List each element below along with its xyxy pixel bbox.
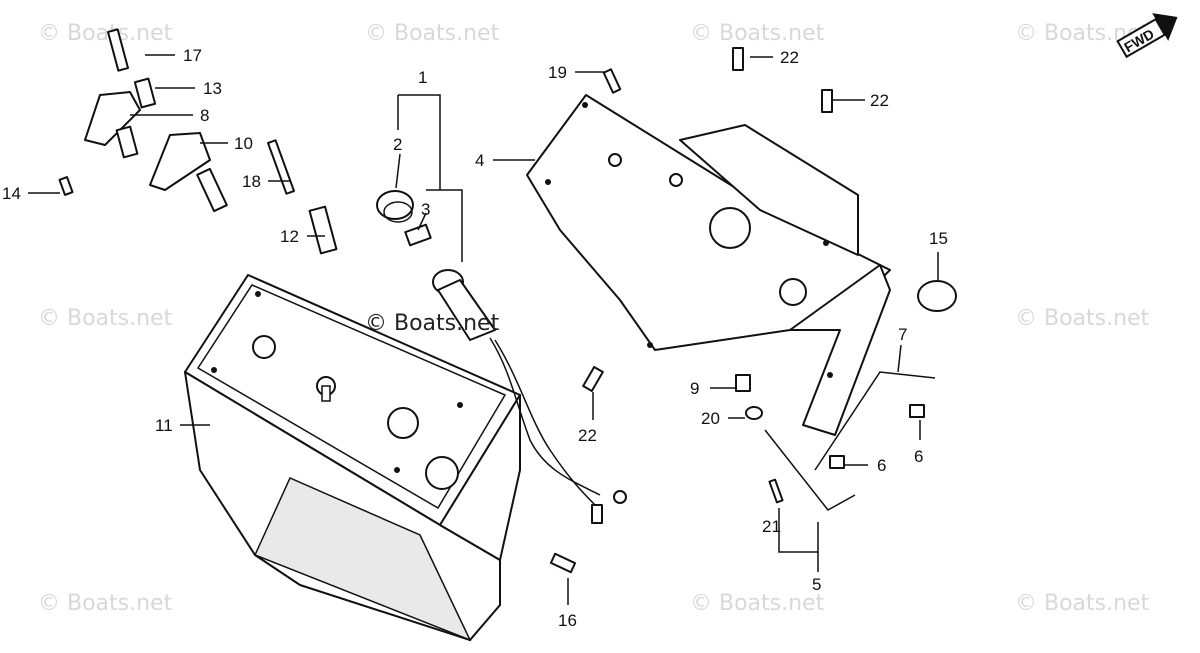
callout-12: 12 <box>280 227 299 246</box>
callout-13: 13 <box>203 79 222 98</box>
knob-10 <box>149 132 228 213</box>
callout-11: 11 <box>155 416 173 435</box>
callout-1: 1 <box>418 68 427 87</box>
watermark: © Boats.net <box>1015 306 1150 331</box>
callout-21: 21 <box>762 517 781 536</box>
switch-box-cover <box>184 274 521 642</box>
callout-19: 19 <box>548 63 567 82</box>
callout-22c: 22 <box>578 426 597 445</box>
watermark: © Boats.net <box>690 591 825 616</box>
callout-20: 20 <box>701 409 720 428</box>
mounting-bracket <box>526 94 891 436</box>
callout-labels: 1 2 3 4 5 6 6 7 8 9 10 11 12 13 14 15 16… <box>2 46 948 630</box>
callout-5: 5 <box>812 575 821 594</box>
knob-8 <box>84 91 141 159</box>
watermark: © Boats.net <box>38 591 173 616</box>
small-parts <box>58 28 957 574</box>
ignition-switch <box>376 190 627 524</box>
callout-16: 16 <box>558 611 577 630</box>
callout-8: 8 <box>200 106 209 125</box>
callout-17: 17 <box>183 46 202 65</box>
watermark: © Boats.net <box>365 21 500 46</box>
callout-6b: 6 <box>914 447 923 466</box>
callout-7: 7 <box>898 325 907 344</box>
center-watermark: © Boats.net <box>365 311 500 336</box>
callout-6: 6 <box>877 456 886 475</box>
callout-18: 18 <box>242 172 261 191</box>
callout-3: 3 <box>421 200 430 219</box>
callout-14: 14 <box>2 184 21 203</box>
callout-9: 9 <box>690 379 699 398</box>
callout-4: 4 <box>475 151 484 170</box>
watermark: © Boats.net <box>38 21 173 46</box>
callout-15: 15 <box>929 229 948 248</box>
callout-10: 10 <box>234 134 253 153</box>
watermark: © Boats.net <box>1015 591 1150 616</box>
callout-2: 2 <box>393 135 402 154</box>
watermark: © Boats.net <box>690 21 825 46</box>
leader-lines <box>28 54 939 605</box>
callout-22a: 22 <box>780 48 799 67</box>
callout-22b: 22 <box>870 91 889 110</box>
watermark: © Boats.net <box>38 306 173 331</box>
